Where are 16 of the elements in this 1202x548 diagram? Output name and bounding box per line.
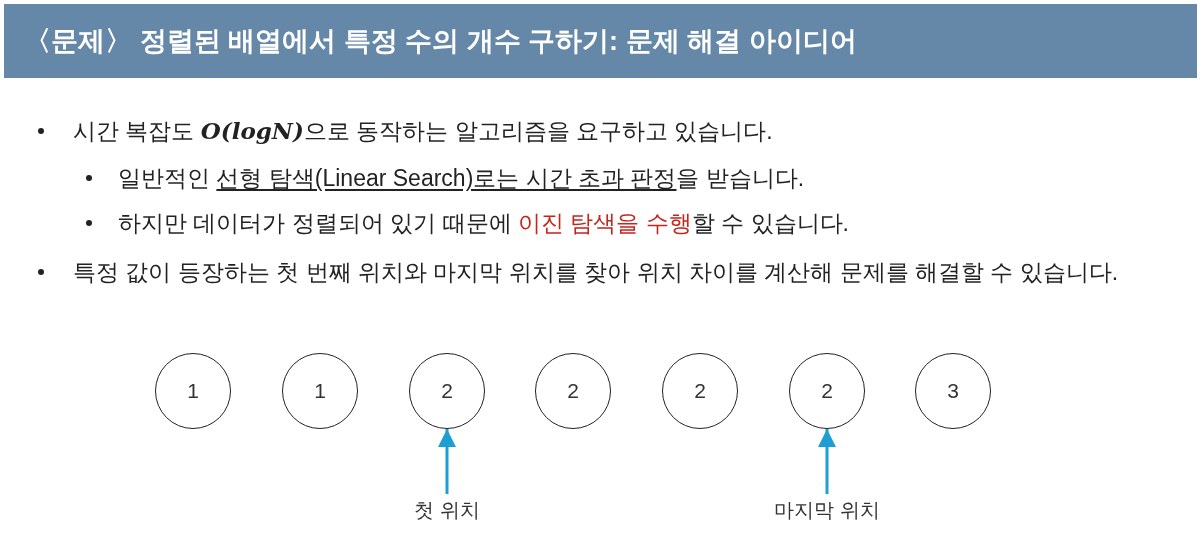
bullet-text: 하지만 데이터가 정렬되어 있기 때문에 이진 탐색을 수행할 수 있습니다. bbox=[118, 209, 849, 238]
position-label: 마지막 위치 bbox=[774, 498, 880, 523]
element-value: 3 bbox=[947, 379, 959, 403]
slide-title: 〈문제〉 정렬된 배열에서 특정 수의 개수 구하기: 문제 해결 아이디어 bbox=[4, 4, 1197, 78]
element-value: 1 bbox=[187, 379, 199, 403]
element-value: 2 bbox=[567, 379, 579, 403]
arrow bbox=[438, 429, 456, 494]
bullet-text: 일반적인 선형 탐색(Linear Search)로는 시간 초과 판정을 받습니다. bbox=[118, 164, 805, 193]
arrow bbox=[818, 429, 836, 494]
position-label: 첫 위치 bbox=[414, 498, 480, 523]
bullet-text: 시간 복잡도 O(logN)으로 동작하는 알고리즘을 요구하고 있습니다. bbox=[73, 116, 773, 146]
element-value: 2 bbox=[821, 379, 833, 403]
element-value: 2 bbox=[694, 379, 706, 403]
element-value: 1 bbox=[314, 379, 326, 403]
element-value: 2 bbox=[441, 379, 453, 403]
bullet-text: 특정 값이 등장하는 첫 번째 위치와 마지막 위치를 찾아 위치 차이를 계산해 문제를 해결할 수 있습니다. bbox=[73, 258, 1119, 287]
